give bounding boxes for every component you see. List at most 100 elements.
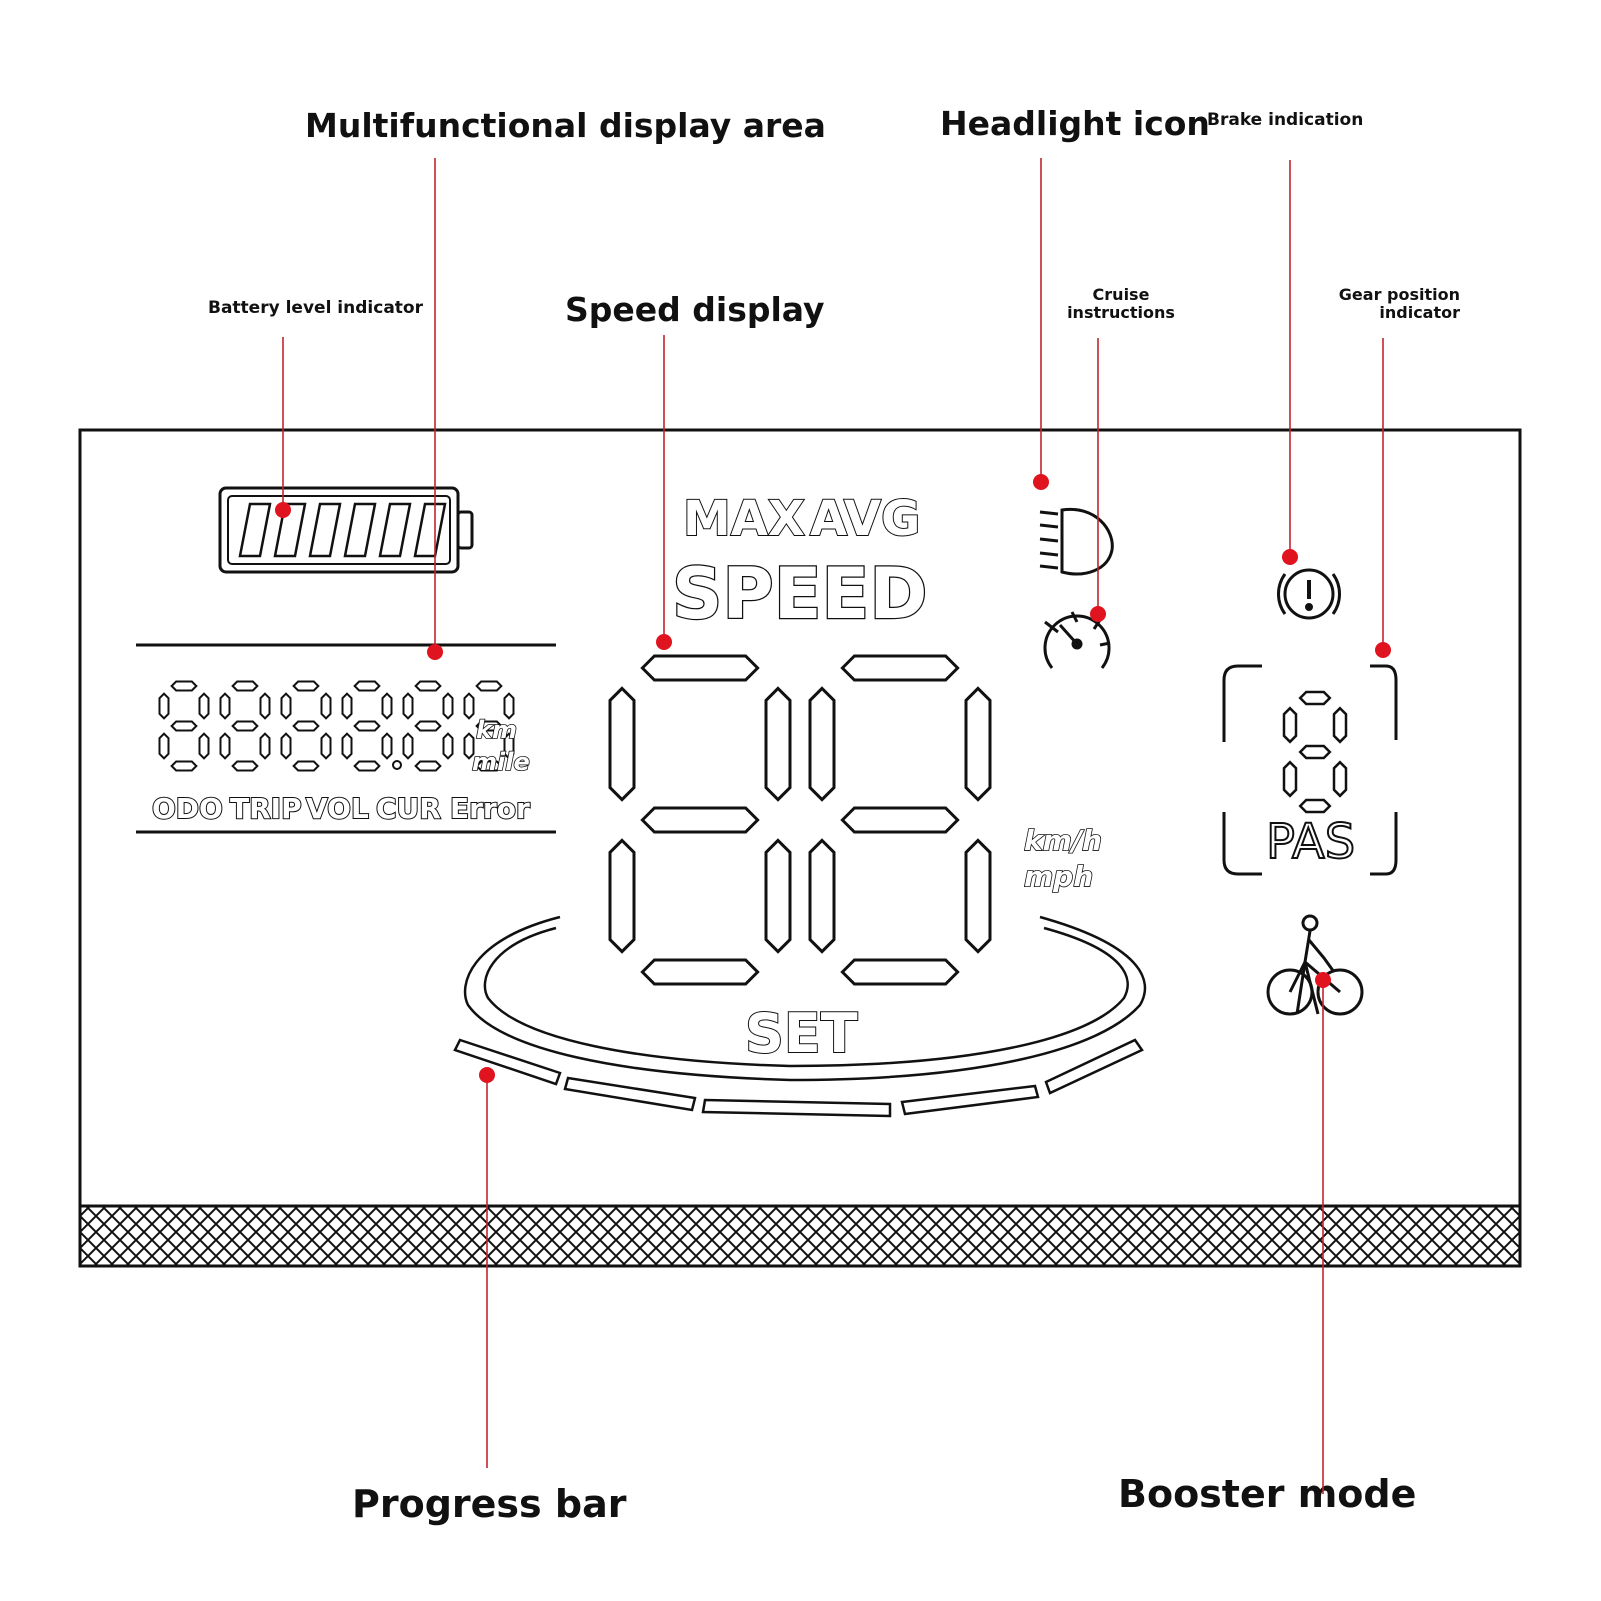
- segment-v: [808, 838, 836, 954]
- segment-h: [292, 680, 320, 692]
- odometer-digit: [219, 680, 271, 772]
- segment-v: [608, 686, 636, 802]
- pas-digit-glyph: [1282, 690, 1348, 814]
- segment-v: [320, 692, 332, 720]
- segment-v: [259, 732, 271, 760]
- segment-h: [1298, 744, 1332, 760]
- label-speed: SPEED: [672, 553, 927, 635]
- segment-v: [198, 692, 210, 720]
- odometer-digit: [463, 680, 515, 772]
- odometer-digit: [158, 680, 210, 772]
- leader-dots: [275, 474, 1391, 1083]
- segment-h: [475, 760, 503, 772]
- dot-headlight: [1033, 474, 1049, 490]
- segment-v: [320, 732, 332, 760]
- segment-v: [259, 692, 271, 720]
- mode-cur: CUR: [376, 792, 441, 825]
- segment-v: [219, 692, 231, 720]
- segment-h: [475, 680, 503, 692]
- dot-cruise: [1090, 606, 1106, 622]
- segment-h: [414, 680, 442, 692]
- brake-icon: [1277, 568, 1341, 620]
- progress-bar: [453, 915, 1147, 1118]
- walk-assist-icon: [1266, 914, 1364, 1016]
- callout-headlight: Headlight icon: [940, 104, 1210, 143]
- mode-error: Error: [450, 792, 530, 825]
- battery-bar: [343, 502, 377, 558]
- segment-v: [463, 732, 475, 760]
- hatched-bezel: [78, 1204, 1522, 1268]
- segment-h: [640, 806, 760, 834]
- odometer-digits: [158, 680, 515, 772]
- dot-gear: [1375, 642, 1391, 658]
- battery-bar: [378, 502, 412, 558]
- unit-mile: mile: [472, 748, 530, 776]
- segment-h: [292, 720, 320, 732]
- segment-h: [170, 680, 198, 692]
- gear-digit: [1282, 690, 1348, 814]
- segment-v: [964, 686, 992, 802]
- segment-h: [353, 720, 381, 732]
- segment-v: [764, 686, 792, 802]
- segment-h: [840, 654, 960, 682]
- segment-v: [463, 692, 475, 720]
- segment-h: [170, 720, 198, 732]
- segment-h: [640, 958, 760, 986]
- dot-multifunction: [427, 644, 443, 660]
- mode-trip: TRIP: [230, 792, 302, 825]
- odometer-digit: [402, 680, 454, 772]
- callout-multifunctional: Multifunctional display area: [305, 106, 826, 145]
- multifunction-area: km mile ODO TRIP VOL CUR Error: [136, 643, 556, 834]
- segment-v: [198, 732, 210, 760]
- segment-v: [608, 838, 636, 954]
- segment-h: [840, 806, 960, 834]
- segment-h: [292, 760, 320, 772]
- segment-v: [1332, 760, 1348, 798]
- segment-v: [158, 732, 170, 760]
- speed-digits: [608, 654, 992, 986]
- leader-lines: [282, 158, 1384, 1494]
- segment-h: [231, 760, 259, 772]
- segment-h: [231, 720, 259, 732]
- speed-digit: [608, 654, 792, 986]
- segment-h: [414, 720, 442, 732]
- pas-frame: [1222, 664, 1398, 876]
- dot-booster: [1315, 972, 1331, 988]
- segment-h: [170, 760, 198, 772]
- segment-v: [808, 686, 836, 802]
- mode-labels: ODO TRIP VOL CUR Error: [151, 791, 531, 826]
- callout-cruise: Cruise instructions: [1067, 285, 1175, 322]
- callout-battery: Battery level indicator: [208, 298, 423, 318]
- callout-speed-display: Speed display: [565, 290, 825, 329]
- segment-v: [1282, 706, 1298, 744]
- segment-h: [840, 958, 960, 986]
- segment-v: [964, 838, 992, 954]
- label-avg: AVG: [810, 491, 920, 547]
- battery-bar: [273, 502, 307, 558]
- segment-v: [503, 732, 515, 760]
- segment-v: [280, 692, 292, 720]
- mode-odo: ODO: [152, 792, 223, 825]
- odometer-digit: [280, 680, 332, 772]
- segment-v: [341, 732, 353, 760]
- label-set: SET: [745, 1002, 858, 1065]
- callout-booster: Booster mode: [1118, 1472, 1417, 1516]
- unit-mph: mph: [1024, 860, 1093, 893]
- segment-v: [381, 732, 393, 760]
- speed-digit: [808, 654, 992, 986]
- segment-h: [640, 654, 760, 682]
- segment-v: [402, 732, 414, 760]
- dot-brake: [1282, 549, 1298, 565]
- segment-h: [475, 720, 503, 732]
- headlight-icon: [1039, 507, 1114, 576]
- display-panel: [78, 428, 1522, 1268]
- dot-progress: [479, 1067, 495, 1083]
- dot-battery: [275, 502, 291, 518]
- cruise-icon: [1043, 611, 1111, 669]
- odometer-digit: [341, 680, 393, 772]
- battery-bar: [238, 502, 272, 558]
- callout-brake: Brake indication: [1207, 110, 1364, 130]
- unit-kmh: km/h: [1024, 824, 1102, 857]
- segment-v: [1332, 706, 1348, 744]
